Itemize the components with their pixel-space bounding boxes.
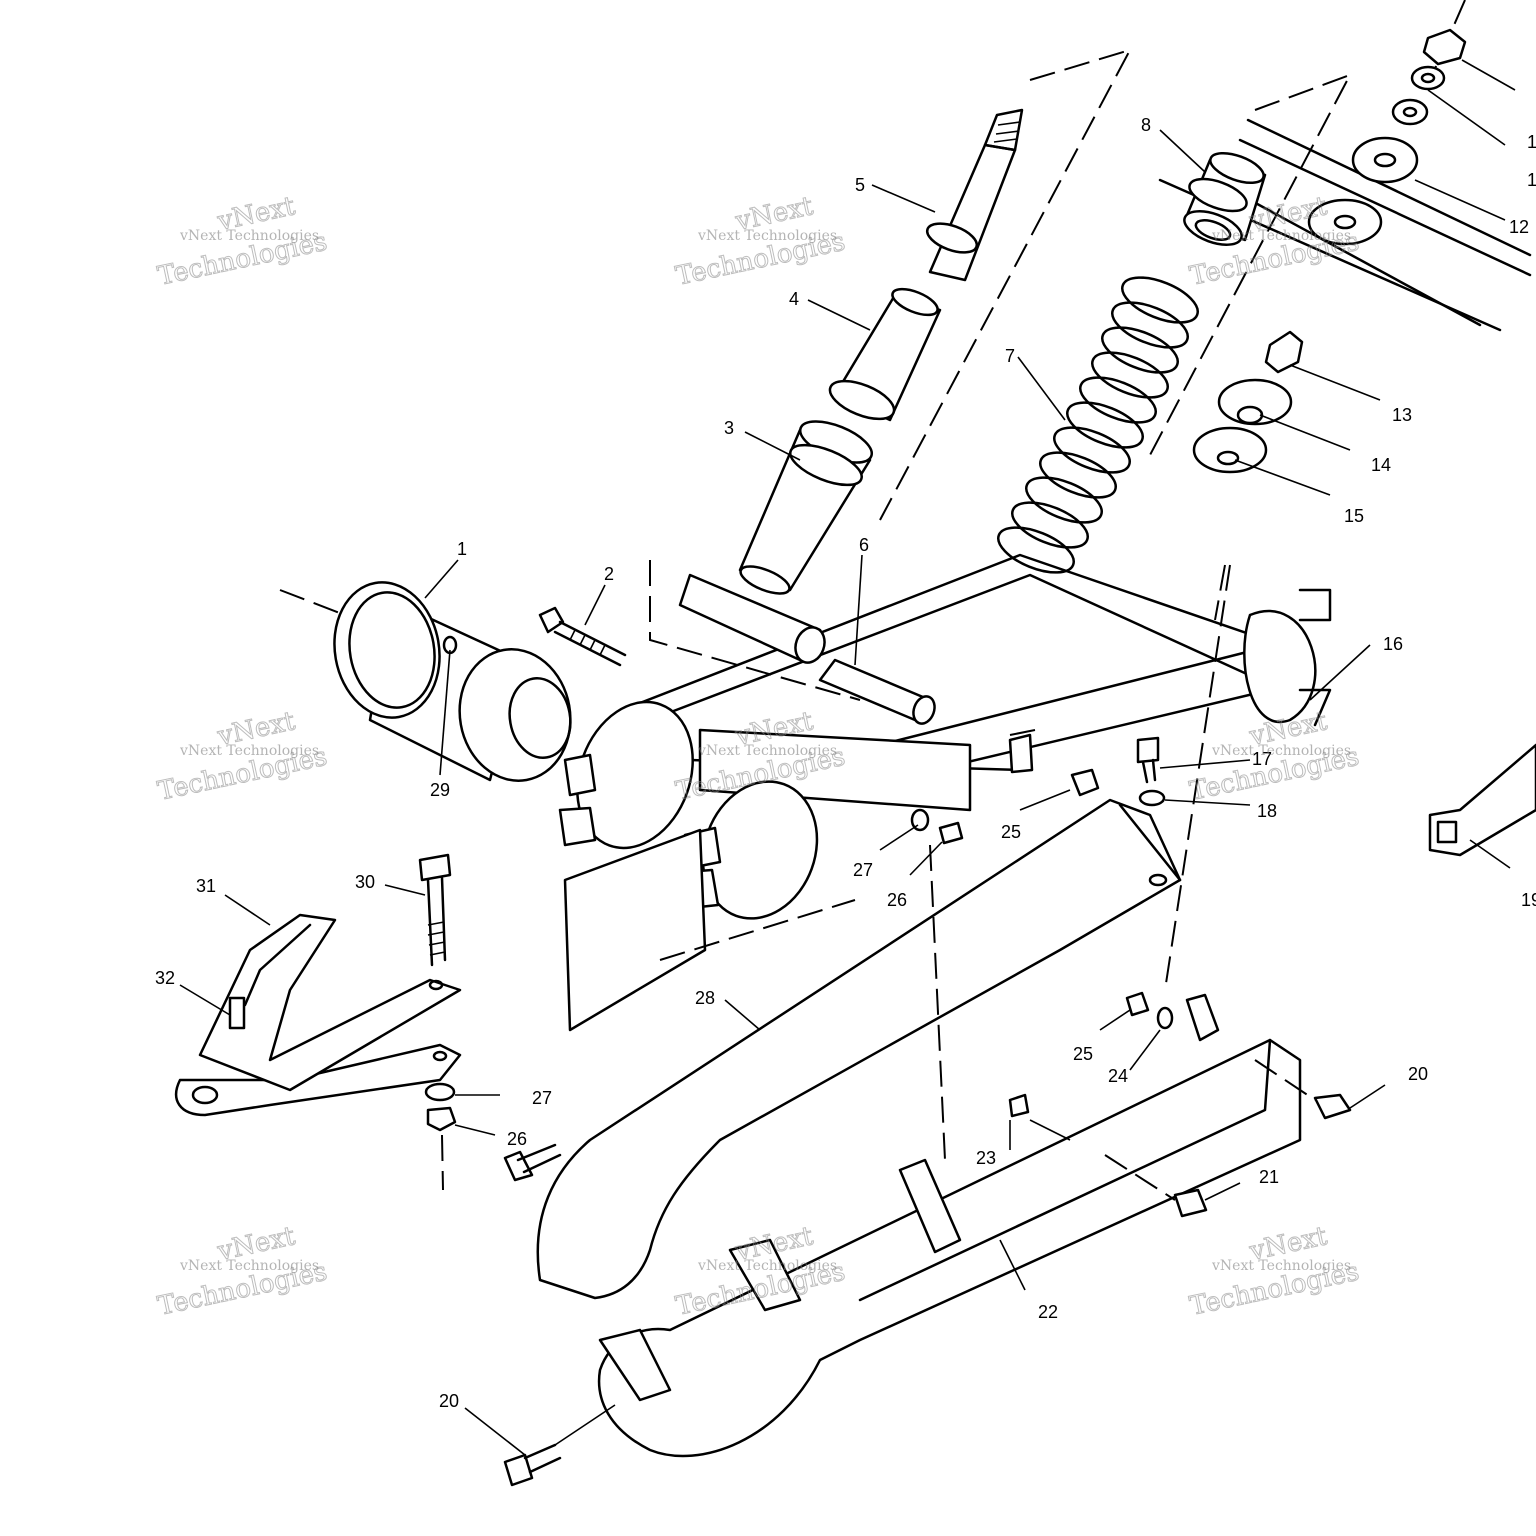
label-13: 13	[1392, 405, 1412, 425]
coil-spring	[997, 276, 1199, 574]
label-15: 15	[1344, 506, 1364, 526]
label-5: 5	[855, 175, 865, 195]
watermark: vNext vNext Technologies Technologies	[673, 191, 849, 293]
label-11: 1	[1527, 170, 1536, 190]
label-32: 32	[155, 968, 175, 988]
label-27-center: 27	[853, 860, 873, 880]
watermark: vNext vNext Technologies Technologies	[1187, 1221, 1363, 1323]
shock-rod	[925, 108, 1024, 282]
bolt-20-lower	[503, 1443, 562, 1487]
leader-lines	[179, 59, 1516, 1456]
lower-swing-arm	[597, 1038, 1302, 1458]
label-27-left: 27	[532, 1088, 552, 1108]
watermark: vNext vNext Technologies Technologies	[155, 1221, 331, 1323]
label-4: 4	[789, 289, 799, 309]
shock-lower	[738, 420, 873, 595]
label-18: 18	[1257, 801, 1277, 821]
hardware-lower-right	[503, 564, 1352, 1218]
label-12: 12	[1509, 217, 1529, 237]
watermark: vNext vNext Technologies Technologies	[155, 706, 331, 808]
svg-text:vNext Technologies: vNext Technologies	[697, 1258, 837, 1274]
label-21: 21	[1259, 1167, 1279, 1187]
svg-text:vNext Technologies: vNext Technologies	[697, 743, 837, 759]
label-30: 30	[355, 872, 375, 892]
label-22: 22	[1038, 1302, 1058, 1322]
bearing-housing	[279, 581, 572, 782]
label-26-left: 26	[507, 1129, 527, 1149]
label-29: 29	[430, 780, 450, 800]
label-28: 28	[695, 988, 715, 1008]
svg-text:vNext Technologies: vNext Technologies	[179, 743, 319, 759]
long-bolt-30	[418, 853, 452, 967]
label-26-center: 26	[887, 890, 907, 910]
label-17: 17	[1252, 749, 1272, 769]
cross-tube	[678, 573, 936, 725]
label-6: 6	[859, 535, 869, 555]
label-24: 24	[1108, 1066, 1128, 1086]
label-8: 8	[1141, 115, 1151, 135]
part-labels: 1 2 3 4 5 6 7 8 1 1 12 13 14 15 16 17 18…	[155, 115, 1536, 1411]
drive-arm	[536, 798, 1182, 1300]
label-25-upper: 25	[1001, 822, 1021, 842]
label-14: 14	[1371, 455, 1391, 475]
label-20-left: 20	[439, 1391, 459, 1411]
svg-text:vNext Technologies: vNext Technologies	[1211, 1258, 1351, 1274]
shock-body	[828, 287, 942, 422]
label-16: 16	[1383, 634, 1403, 654]
clamp-rings	[558, 588, 1332, 920]
svg-text:vNext Technologies: vNext Technologies	[179, 1258, 319, 1274]
label-25-lower: 25	[1073, 1044, 1093, 1064]
label-23: 23	[976, 1148, 996, 1168]
hardware-lower-left	[424, 1082, 457, 1191]
mount-plate	[563, 828, 856, 1032]
label-19: 19	[1521, 890, 1536, 910]
label-31: 31	[196, 876, 216, 896]
spring-retainer	[1183, 151, 1267, 246]
label-2: 2	[604, 564, 614, 584]
watermark: vNext vNext Technologies Technologies	[1187, 706, 1363, 808]
watermark: vNext vNext Technologies Technologies	[155, 191, 331, 293]
label-1: 1	[457, 539, 467, 559]
label-10: 1	[1527, 132, 1536, 152]
svg-text:vNext Technologies: vNext Technologies	[697, 228, 837, 244]
label-7: 7	[1005, 346, 1015, 366]
bracket-assembly	[174, 913, 462, 1117]
svg-text:vNext Technologies: vNext Technologies	[1211, 743, 1351, 759]
square-tube	[1428, 743, 1536, 857]
hardware-center	[910, 729, 1166, 1161]
label-20-right: 20	[1408, 1064, 1428, 1084]
svg-text:vNext Technologies: vNext Technologies	[1211, 228, 1351, 244]
label-3: 3	[724, 418, 734, 438]
svg-text:vNext Technologies: vNext Technologies	[179, 228, 319, 244]
bolt-2	[538, 606, 627, 667]
